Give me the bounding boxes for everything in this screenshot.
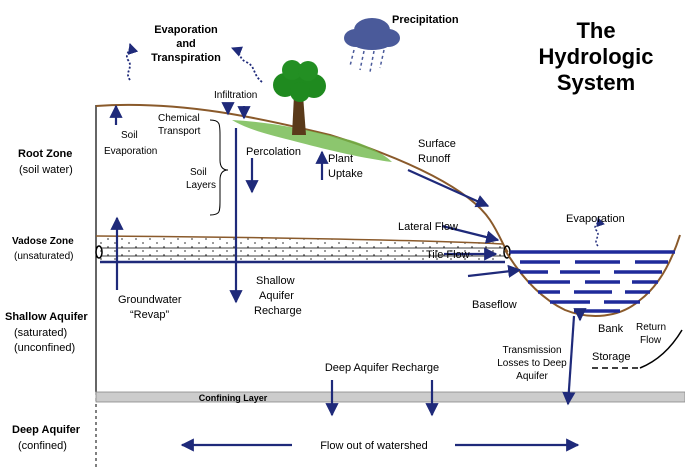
stream-channel bbox=[504, 234, 681, 317]
zone-root-zone: Root Zone bbox=[18, 148, 72, 160]
grass-patch bbox=[232, 120, 392, 162]
zone-shallow-aquifer-sub2: (unconfined) bbox=[14, 342, 75, 354]
rain-cloud-icon bbox=[344, 18, 400, 73]
label-tile-flow: Tile Flow bbox=[426, 249, 470, 261]
label-percolation: Percolation bbox=[246, 146, 301, 158]
label-lateral-flow: Lateral Flow bbox=[398, 221, 458, 233]
label-uptake: Uptake bbox=[328, 168, 363, 180]
label-soil-layers-2: Layers bbox=[186, 180, 216, 191]
zone-deep-aquifer-sub: (confined) bbox=[18, 440, 67, 452]
label-and: and bbox=[176, 38, 196, 50]
label-surface: Surface bbox=[418, 138, 456, 150]
label-confining-layer: Confining Layer bbox=[199, 393, 268, 403]
stream-water bbox=[510, 250, 675, 313]
tile-drain-left-icon bbox=[95, 245, 103, 259]
label-flow: Flow bbox=[640, 335, 662, 346]
label-shallow: Shallow bbox=[256, 275, 295, 287]
label-storage: Storage bbox=[592, 351, 631, 363]
label-aquifer: Aquifer bbox=[259, 290, 294, 302]
return-flow-line bbox=[639, 329, 683, 369]
title-line-2: Hydrologic bbox=[539, 44, 654, 69]
confining-layer bbox=[95, 391, 685, 403]
label-soil-evap-2: Evaporation bbox=[104, 146, 157, 157]
label-soil-evap-1: Soil bbox=[121, 130, 138, 141]
lateral-flow-arrow bbox=[441, 224, 500, 244]
label-transmission-aquifer: Aquifer bbox=[516, 371, 548, 382]
label-transpiration: Transpiration bbox=[151, 52, 221, 64]
label-infiltration: Infiltration bbox=[214, 90, 257, 101]
label-flow-out: Flow out of watershed bbox=[320, 440, 428, 452]
zone-shallow-aquifer: Shallow Aquifer bbox=[5, 311, 88, 323]
label-transmission: Transmission bbox=[502, 345, 561, 356]
label-deep-aquifer-recharge: Deep Aquifer Recharge bbox=[325, 362, 439, 374]
label-groundwater: Groundwater bbox=[118, 294, 182, 306]
vadose-top-line bbox=[95, 235, 504, 245]
label-bank: Bank bbox=[598, 323, 624, 335]
label-transport: Transport bbox=[158, 126, 201, 137]
label-precipitation: Precipitation bbox=[392, 14, 459, 26]
label-baseflow: Baseflow bbox=[472, 299, 517, 311]
zone-vadose-sub: (unsaturated) bbox=[14, 251, 73, 262]
title-line-3: System bbox=[557, 70, 635, 95]
label-revap: “Revap” bbox=[130, 309, 169, 321]
zone-deep-aquifer: Deep Aquifer bbox=[12, 424, 81, 436]
zone-vadose: Vadose Zone bbox=[12, 236, 74, 247]
baseflow-arrow bbox=[467, 264, 522, 278]
transmission-losses-arrow bbox=[562, 315, 576, 406]
label-losses-to-deep: Losses to Deep bbox=[497, 358, 567, 369]
land-surface-line bbox=[95, 103, 509, 253]
transpiration-squiggle bbox=[230, 46, 263, 83]
zone-root-zone-sub: (soil water) bbox=[19, 164, 73, 176]
label-chemical: Chemical bbox=[158, 113, 200, 124]
zone-shallow-aquifer-sub1: (saturated) bbox=[14, 327, 67, 339]
stream-evaporation-squiggle bbox=[594, 217, 605, 247]
tree-canopy bbox=[273, 60, 326, 102]
tree bbox=[273, 60, 326, 135]
soil-layers-bracket bbox=[209, 119, 229, 216]
label-recharge: Recharge bbox=[254, 305, 302, 317]
label-evaporation: Evaporation bbox=[154, 24, 218, 36]
label-plant: Plant bbox=[328, 153, 353, 165]
label-stream-evaporation: Evaporation bbox=[566, 213, 625, 225]
surface-runoff-arrow bbox=[407, 168, 490, 208]
label-soil-layers-1: Soil bbox=[190, 167, 207, 178]
title-line-1: The bbox=[576, 18, 615, 43]
evaporation-squiggle-left bbox=[126, 42, 139, 81]
label-return: Return bbox=[636, 322, 666, 333]
label-runoff: Runoff bbox=[418, 153, 451, 165]
vadose-dotted-band bbox=[96, 236, 505, 262]
tree-trunk bbox=[292, 95, 306, 135]
